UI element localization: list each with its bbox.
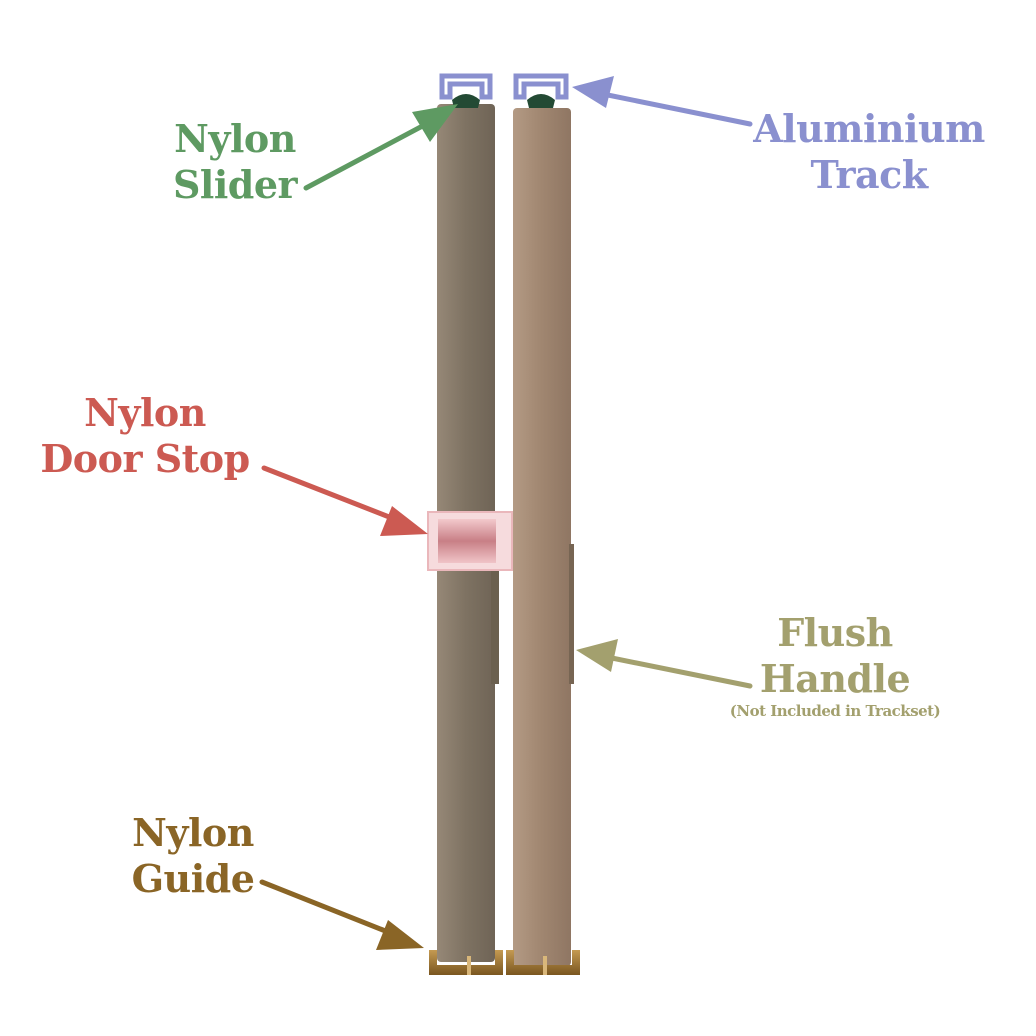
nylon-slider-right xyxy=(527,94,555,108)
label-nylon-slider-line1: Nylon xyxy=(174,116,296,161)
label-aluminium-track-line2: Track xyxy=(810,152,928,197)
arrow-nylon-slider xyxy=(303,104,458,191)
right-door-panel xyxy=(513,108,571,966)
label-nylon-door-stop-line2: Door Stop xyxy=(40,436,250,481)
label-nylon-guide-line1: Nylon xyxy=(132,810,254,855)
arrow-nylon-door-stop xyxy=(261,465,428,536)
nylon-door-stop xyxy=(427,511,513,571)
nylon-guide-left xyxy=(429,950,503,975)
label-aluminium-track: Aluminium Track xyxy=(744,106,994,198)
label-flush-handle-line2: Handle xyxy=(759,656,911,701)
aluminium-track-left xyxy=(439,73,493,100)
label-nylon-guide-line2: Guide xyxy=(131,856,255,901)
arrow-nylon-guide xyxy=(259,879,424,950)
arrow-flush-handle xyxy=(576,639,753,689)
flush-handle xyxy=(569,544,574,684)
nylon-guide-right xyxy=(506,950,580,975)
nylon-slider-left xyxy=(452,94,480,108)
label-flush-handle-note: (Not Included in Trackset) xyxy=(729,702,941,720)
aluminium-track-right xyxy=(513,73,569,100)
label-nylon-slider-line2: Slider xyxy=(172,162,298,207)
label-nylon-door-stop: Nylon Door Stop xyxy=(30,390,260,482)
label-aluminium-track-line1: Aluminium xyxy=(753,106,985,151)
label-nylon-door-stop-line1: Nylon xyxy=(84,390,206,435)
label-flush-handle: Flush Handle (Not Included in Trackset) xyxy=(700,610,970,720)
label-flush-handle-line1: Flush xyxy=(777,610,893,655)
arrow-aluminium-track xyxy=(572,76,753,127)
label-nylon-slider: Nylon Slider xyxy=(160,116,310,208)
label-nylon-guide: Nylon Guide xyxy=(118,810,268,902)
